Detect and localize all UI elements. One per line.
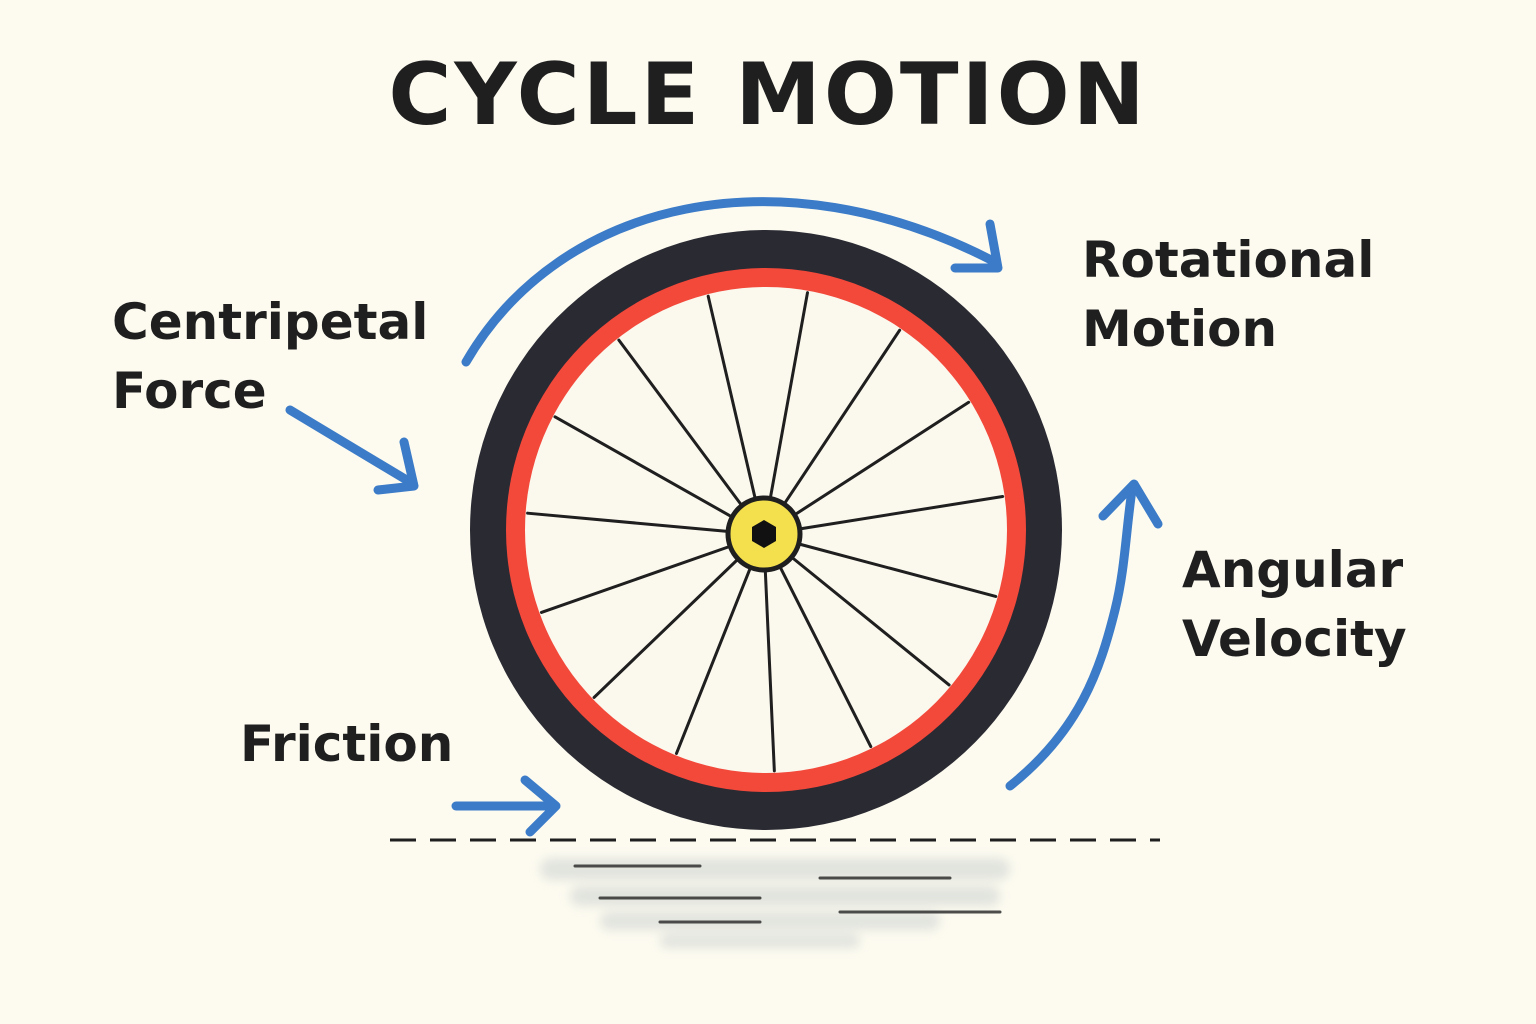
friction-arrow-icon	[451, 775, 561, 837]
label-rotational-motion: Rotational Motion	[1082, 226, 1374, 364]
label-line: Angular	[1182, 541, 1404, 599]
spoke	[768, 291, 810, 503]
bicycle-wheel	[470, 230, 1062, 830]
label-angular-velocity: Angular Velocity	[1182, 536, 1407, 674]
spoke	[553, 415, 736, 520]
label-line: Motion	[1082, 300, 1278, 358]
label-friction: Friction	[240, 715, 454, 773]
spoke	[795, 541, 998, 598]
spokes	[526, 291, 1005, 773]
spoke	[781, 328, 902, 508]
spoke	[617, 338, 745, 509]
spoke	[674, 564, 753, 755]
centripetal-force-arrow-icon	[285, 405, 419, 495]
spoke	[788, 554, 951, 687]
spoke	[763, 566, 776, 773]
label-line: Velocity	[1182, 610, 1407, 668]
spoke	[796, 494, 1005, 531]
rotational-motion-arrow-icon	[461, 197, 1003, 367]
spoke	[777, 563, 873, 749]
spoke	[791, 400, 971, 518]
axle	[752, 520, 776, 548]
spoke	[526, 511, 732, 534]
spoke	[539, 544, 734, 614]
label-centripetal-force: Centripetal Force	[112, 288, 428, 426]
label-line: Rotational	[1082, 231, 1375, 289]
ground-reflection	[540, 858, 1010, 948]
diagram-title: CYCLE MOTION	[388, 45, 1148, 145]
label-line: Force	[112, 362, 267, 420]
label-line: Centripetal	[112, 293, 429, 351]
spoke	[706, 294, 758, 503]
spoke	[592, 556, 742, 699]
angular-velocity-arrow-icon	[1005, 479, 1163, 791]
